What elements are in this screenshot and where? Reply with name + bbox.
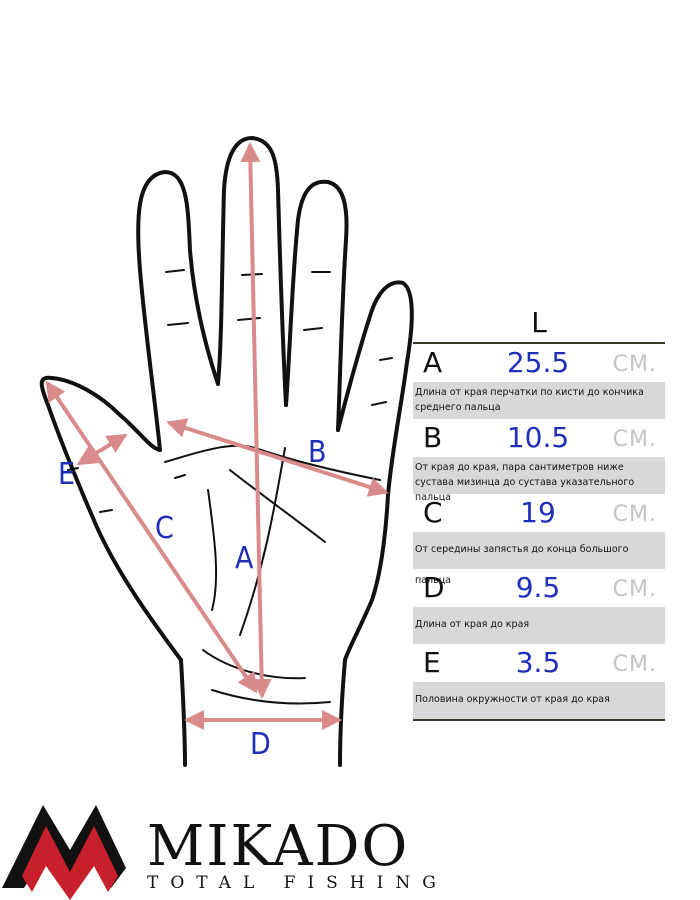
table-row: C 19 СМ. От середины запястья до конца б… [413, 494, 665, 586]
arrow-a [240, 142, 272, 699]
arrow-e [76, 433, 128, 466]
row-unit: СМ. [612, 652, 657, 677]
row-letter: C [423, 496, 443, 529]
logo-chevron-red [22, 826, 118, 900]
row-description: Половина окружности от края до края [413, 682, 665, 719]
table-row: A 25.5 СМ. Длина от края перчатки по кис… [413, 344, 665, 419]
brand-name: MIKADO [147, 814, 410, 879]
table-bottom-rule [413, 719, 665, 721]
row-value: 10.5 [506, 421, 570, 454]
row-unit: СМ. [612, 577, 657, 602]
row-value: 25.5 [506, 346, 570, 379]
row-letter: E [423, 646, 441, 679]
row-letter: B [423, 421, 443, 454]
row-value: 3.5 [515, 646, 561, 679]
label-d: D [250, 727, 271, 762]
table-row: B 10.5 СМ. От края до края, пара сантиме… [413, 419, 665, 503]
table-row: D 9.5 СМ. Длина от края до края [413, 569, 665, 644]
row-unit: СМ. [612, 352, 657, 377]
row-letter: A [423, 346, 443, 379]
row-description: От края до края, пара сантиметров ниже с… [413, 457, 665, 503]
row-value: 9.5 [515, 571, 561, 604]
size-table: L A 25.5 СМ. Длина от края перчатки по к… [413, 300, 665, 721]
row-description: Длина от края до края [413, 607, 665, 644]
row-unit: СМ. [612, 502, 657, 527]
row-letter: D [423, 571, 445, 604]
arrow-b [166, 418, 389, 497]
label-e: E [58, 457, 75, 492]
row-description: Длина от края перчатки по кисти до кончи… [413, 382, 665, 419]
label-b: B [308, 435, 327, 470]
row-value: 19 [520, 496, 556, 529]
row-description: От середины запястья до конца большого п… [413, 532, 665, 586]
label-c: C [155, 511, 174, 546]
size-heading: L [413, 300, 665, 344]
arrow-c [45, 380, 258, 694]
table-row: E 3.5 СМ. Половина окружности от края до… [413, 644, 665, 719]
brand-tagline: TOTAL FISHING [147, 873, 448, 893]
measurement-arrows [45, 142, 389, 730]
row-unit: СМ. [612, 427, 657, 452]
brand-logo-mark [2, 805, 126, 900]
label-a: A [235, 541, 254, 576]
